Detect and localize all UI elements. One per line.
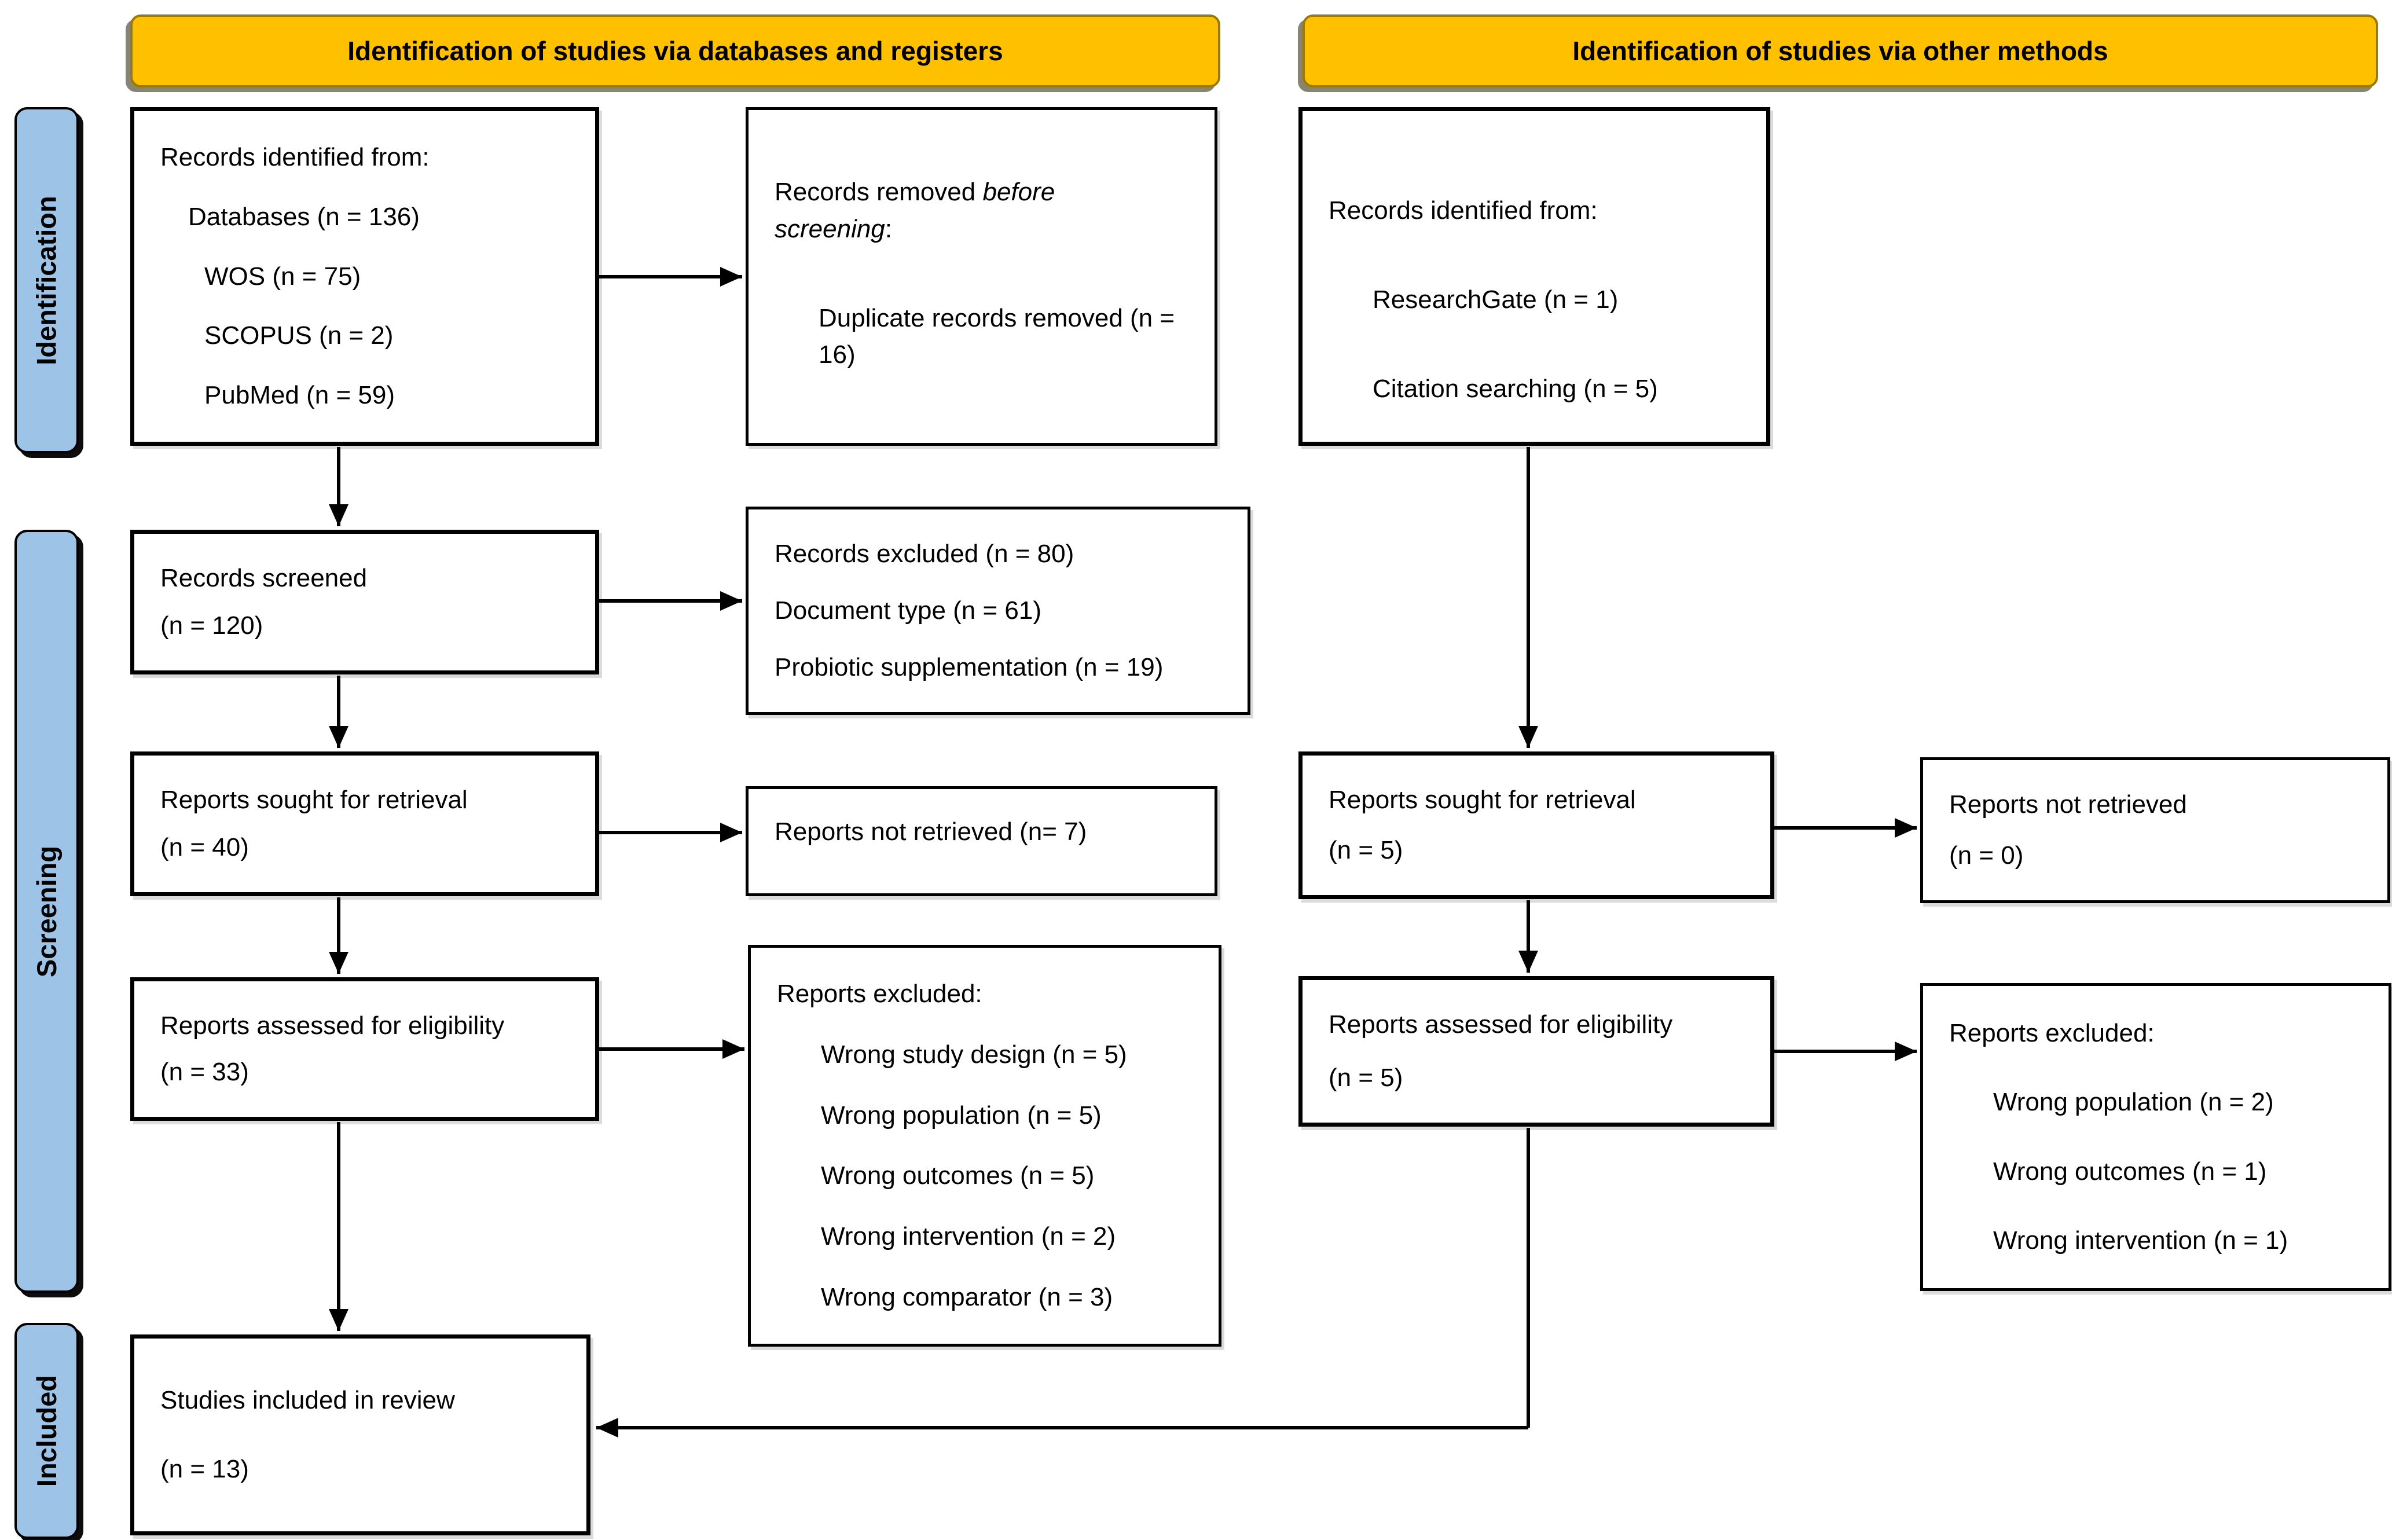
banner-databases-registers: Identification of studies via databases … <box>130 14 1220 87</box>
box-reports-not-retrieved-databases: Reports not retrieved (n= 7) <box>746 786 1217 896</box>
box-line: Databases (n = 136) <box>188 202 420 231</box>
box-line: Records excluded (n = 80) <box>775 540 1074 568</box>
box-title: Reports assessed for eligibility <box>1329 1010 1673 1039</box>
box-records-screened: Records screened (n = 120) <box>130 530 599 674</box>
box-line: PubMed (n = 59) <box>204 381 395 410</box>
box-records-identified-databases: Records identified from: Databases (n = … <box>130 107 599 446</box>
box-line: SCOPUS (n = 2) <box>204 321 394 350</box>
stage-identification: Identification <box>14 107 79 453</box>
box-line: Probiotic supplementation (n = 19) <box>775 653 1164 682</box>
box-title: Records screened <box>160 564 368 592</box>
box-title: Reports excluded: <box>1949 1019 2155 1047</box>
banner-right-label: Identification of studies via other meth… <box>1572 36 2108 66</box>
stage-screening: Screening <box>14 530 79 1293</box>
box-line: ResearchGate (n = 1) <box>1373 285 1619 314</box>
box-reports-assessed-databases: Reports assessed for eligibility (n = 33… <box>130 977 599 1121</box>
box-line: Wrong intervention (n = 2) <box>821 1222 1116 1251</box>
box-title: Reports sought for retrieval <box>160 786 468 814</box>
stage-identification-label: Identification <box>31 195 63 365</box>
box-count: (n = 13) <box>160 1455 249 1484</box>
box-count: (n = 120) <box>160 611 263 640</box>
box-count: (n = 5) <box>1329 1064 1403 1092</box>
box-reports-not-retrieved-other: Reports not retrieved (n = 0) <box>1920 757 2390 903</box>
box-count: (n = 0) <box>1949 841 2024 870</box>
banner-other-methods: Identification of studies via other meth… <box>1303 14 2378 87</box>
box-title: Reports assessed for eligibility <box>160 1011 505 1040</box>
box-title: Reports excluded: <box>777 980 982 1008</box>
box-title: Records identified from: <box>160 143 430 171</box>
box-reports-excluded-databases: Reports excluded: Wrong study design (n … <box>748 945 1221 1347</box>
title-prefix: Records removed <box>775 178 983 206</box>
box-line: Citation searching (n = 5) <box>1373 374 1658 403</box>
title-italic: before screening <box>775 178 1055 243</box>
box-title: Reports not retrieved (n= 7) <box>775 817 1087 846</box>
box-line: Wrong population (n = 2) <box>1993 1088 2274 1117</box>
box-line: Wrong comparator (n = 3) <box>821 1283 1113 1312</box>
box-studies-included: Studies included in review (n = 13) <box>130 1334 590 1535</box>
box-count: (n = 33) <box>160 1058 249 1087</box>
box-line: Wrong outcomes (n = 5) <box>821 1161 1095 1190</box>
box-reports-assessed-other: Reports assessed for eligibility (n = 5) <box>1298 976 1774 1127</box>
box-reports-sought-other: Reports sought for retrieval (n = 5) <box>1298 751 1774 899</box>
box-reports-excluded-other: Reports excluded: Wrong population (n = … <box>1920 983 2391 1291</box>
stage-included-label: Included <box>31 1374 63 1487</box>
box-line: Wrong intervention (n = 1) <box>1993 1226 2288 1255</box>
banner-left-label: Identification of studies via databases … <box>347 36 1003 66</box>
title-colon: : <box>885 214 893 243</box>
box-title: Reports sought for retrieval <box>1329 786 1636 814</box>
box-records-excluded: Records excluded (n = 80) Document type … <box>746 507 1250 715</box>
box-title: Studies included in review <box>160 1386 455 1414</box>
box-count: (n = 40) <box>160 833 249 862</box>
box-line: Duplicate records removed (n = 16) <box>819 303 1175 369</box>
box-records-removed: Records removed before screening: Duplic… <box>746 107 1217 446</box>
box-count: (n = 5) <box>1329 836 1403 865</box>
stage-included: Included <box>14 1323 79 1539</box>
stage-screening-label: Screening <box>31 845 62 977</box>
box-title: Records identified from: <box>1329 196 1598 225</box>
box-line: Wrong study design (n = 5) <box>821 1040 1127 1069</box>
box-line: Wrong population (n = 5) <box>821 1101 1102 1130</box>
box-title: Reports not retrieved <box>1949 790 2187 819</box>
box-line: Wrong outcomes (n = 1) <box>1993 1157 2267 1186</box>
box-records-identified-other: Records identified from: ResearchGate (n… <box>1298 107 1770 446</box>
box-title: Records removed before screening: <box>775 174 1157 248</box>
box-line: WOS (n = 75) <box>204 262 361 291</box>
box-reports-sought-databases: Reports sought for retrieval (n = 40) <box>130 751 599 896</box>
box-line: Document type (n = 61) <box>775 596 1042 625</box>
